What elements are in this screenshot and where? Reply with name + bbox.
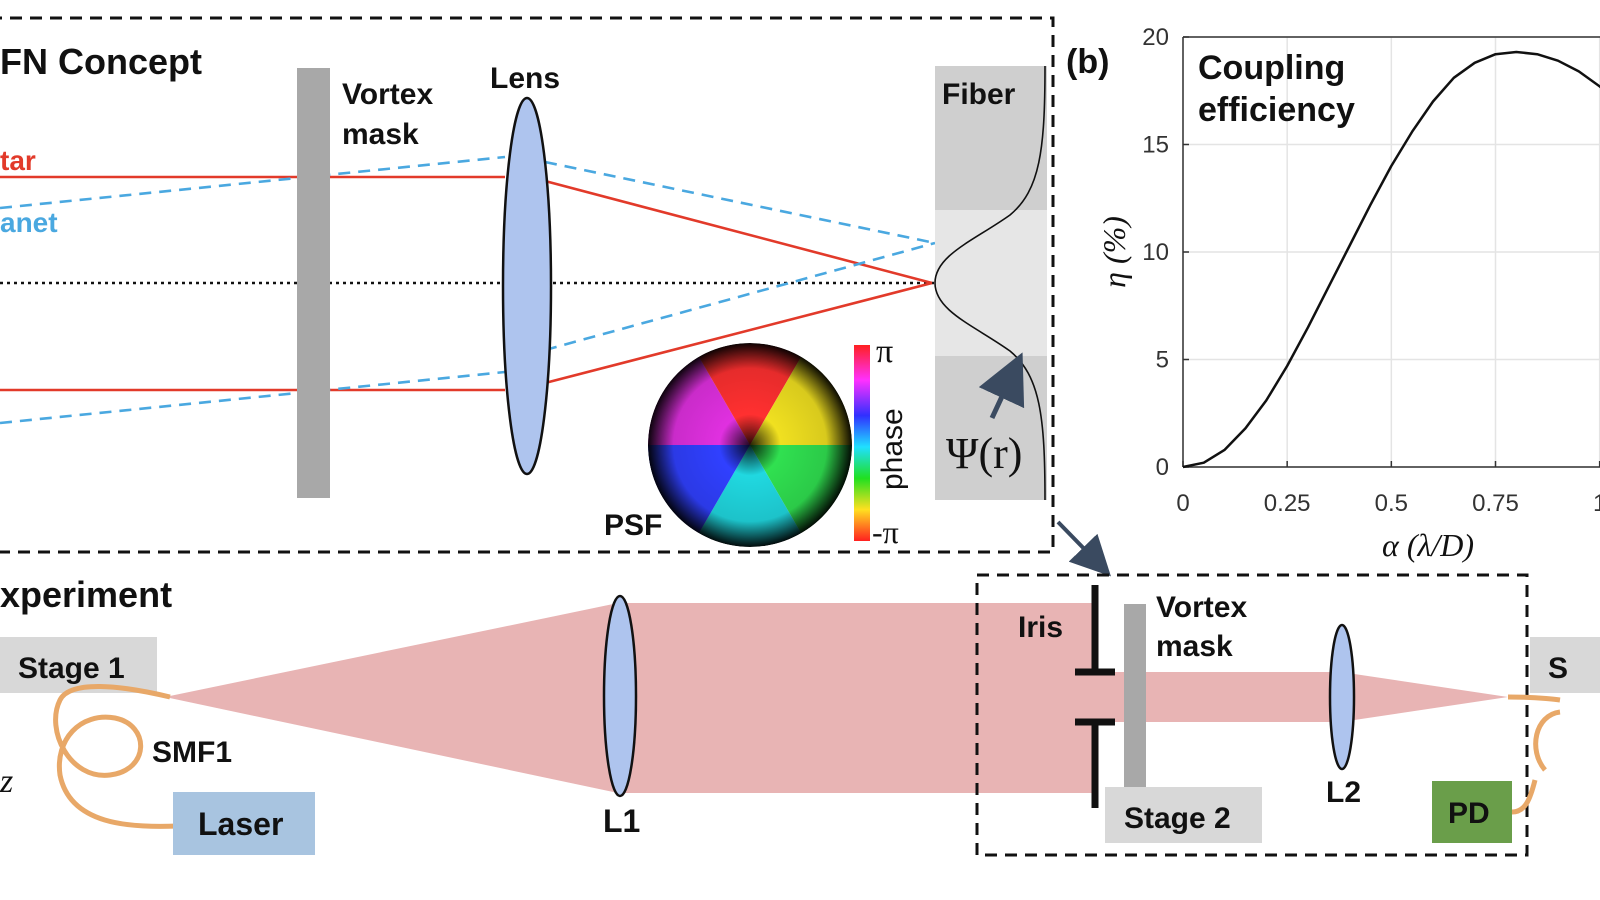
panel-a: FN Concept tar anet Vortex mask Lens [0, 16, 1055, 554]
l2-label: L2 [1326, 776, 1361, 809]
laser-label: Laser [198, 806, 283, 842]
laser-box [173, 792, 315, 855]
star-rays [0, 175, 933, 392]
chart-y-tick-label: 15 [1142, 132, 1169, 159]
exp-vortex-mask-label-1: Vortex [1156, 591, 1247, 624]
psi-label: Ψ(r) [946, 429, 1022, 478]
l1-label: L1 [603, 803, 640, 839]
psi-arrow [978, 352, 1025, 420]
lens [501, 96, 553, 476]
chart-x-tick-label: 0.25 [1264, 490, 1311, 517]
zoom-arrow [1056, 520, 1111, 577]
chart-x-tick-label: 0 [1176, 490, 1189, 517]
chart-x-tick-label: 1 [1593, 490, 1600, 517]
fiber-mode-profile [934, 65, 1046, 501]
smf1-fiber [53, 684, 179, 829]
panel-c-title: xperiment [0, 574, 172, 615]
chart-title-line-1: Coupling [1198, 49, 1345, 87]
panel-a-title: FN Concept [0, 41, 202, 82]
iris [1075, 585, 1115, 808]
panel-b-tag: (b) [1066, 43, 1109, 81]
planet-rays [0, 155, 936, 425]
planet-label: anet [0, 207, 58, 238]
exp-vortex-mask-label-2: mask [1156, 630, 1233, 663]
star-label: tar [0, 145, 36, 176]
vortex-mask-experiment [1124, 604, 1146, 791]
phase-top-label: π [876, 333, 893, 370]
chart-y-tick-label: 20 [1142, 24, 1169, 51]
panel-b: (b) 0 5 10 15 20 0 0.25 0.5 0.75 1 α (λ/D) η (%) Co… [1066, 24, 1600, 563]
vortex-mask [297, 68, 330, 498]
phase-bottom-label: -π [872, 514, 899, 550]
phase-colorbar [854, 345, 870, 541]
panel-c: xperiment Stage 1 SMF1 z Laser L1 Iris [0, 573, 1600, 857]
panel-a-border [0, 16, 1055, 554]
stage1-box [0, 637, 157, 693]
chart-x-axis-label: α (λ/D) [1382, 527, 1474, 563]
stage3-box [1530, 637, 1600, 693]
z-label: z [0, 763, 13, 800]
phase-axis-label: phase [876, 408, 909, 490]
lens-l1 [602, 594, 638, 798]
stage3-label: S [1548, 652, 1568, 685]
stage2-label: Stage 2 [1124, 802, 1231, 835]
chart-y-tick-label: 0 [1156, 454, 1169, 481]
lens-l2 [1328, 623, 1356, 771]
fiber [934, 65, 1047, 501]
pd-label: PD [1448, 797, 1490, 830]
smf1-label: SMF1 [152, 736, 232, 769]
pd-box [1432, 781, 1512, 843]
vortex-mask-label-1: Vortex [342, 78, 433, 111]
beam-collimated [618, 603, 1093, 793]
chart-title-line-2: efficiency [1198, 91, 1355, 129]
stage1-label: Stage 1 [18, 652, 125, 685]
chart-x-tick-label: 0.75 [1472, 490, 1519, 517]
iris-label: Iris [1018, 611, 1063, 644]
stage2-box [1105, 787, 1262, 843]
chart-y-tick-label: 10 [1142, 239, 1169, 266]
fiber-label: Fiber [942, 78, 1016, 111]
experiment-zoom-box [975, 573, 1529, 857]
beam-expanding [165, 603, 618, 793]
beam-focusing [1341, 672, 1508, 722]
chart-y-axis-label: η (%) [1096, 216, 1132, 288]
chart-y-tick-label: 5 [1156, 347, 1169, 374]
psf-image [648, 343, 852, 547]
psf-label: PSF [604, 509, 662, 542]
vortex-mask-label-2: mask [342, 118, 419, 151]
chart-x-tick-label: 0.5 [1375, 490, 1408, 517]
smf2-fiber [1507, 694, 1561, 815]
lens-label: Lens [490, 62, 560, 95]
